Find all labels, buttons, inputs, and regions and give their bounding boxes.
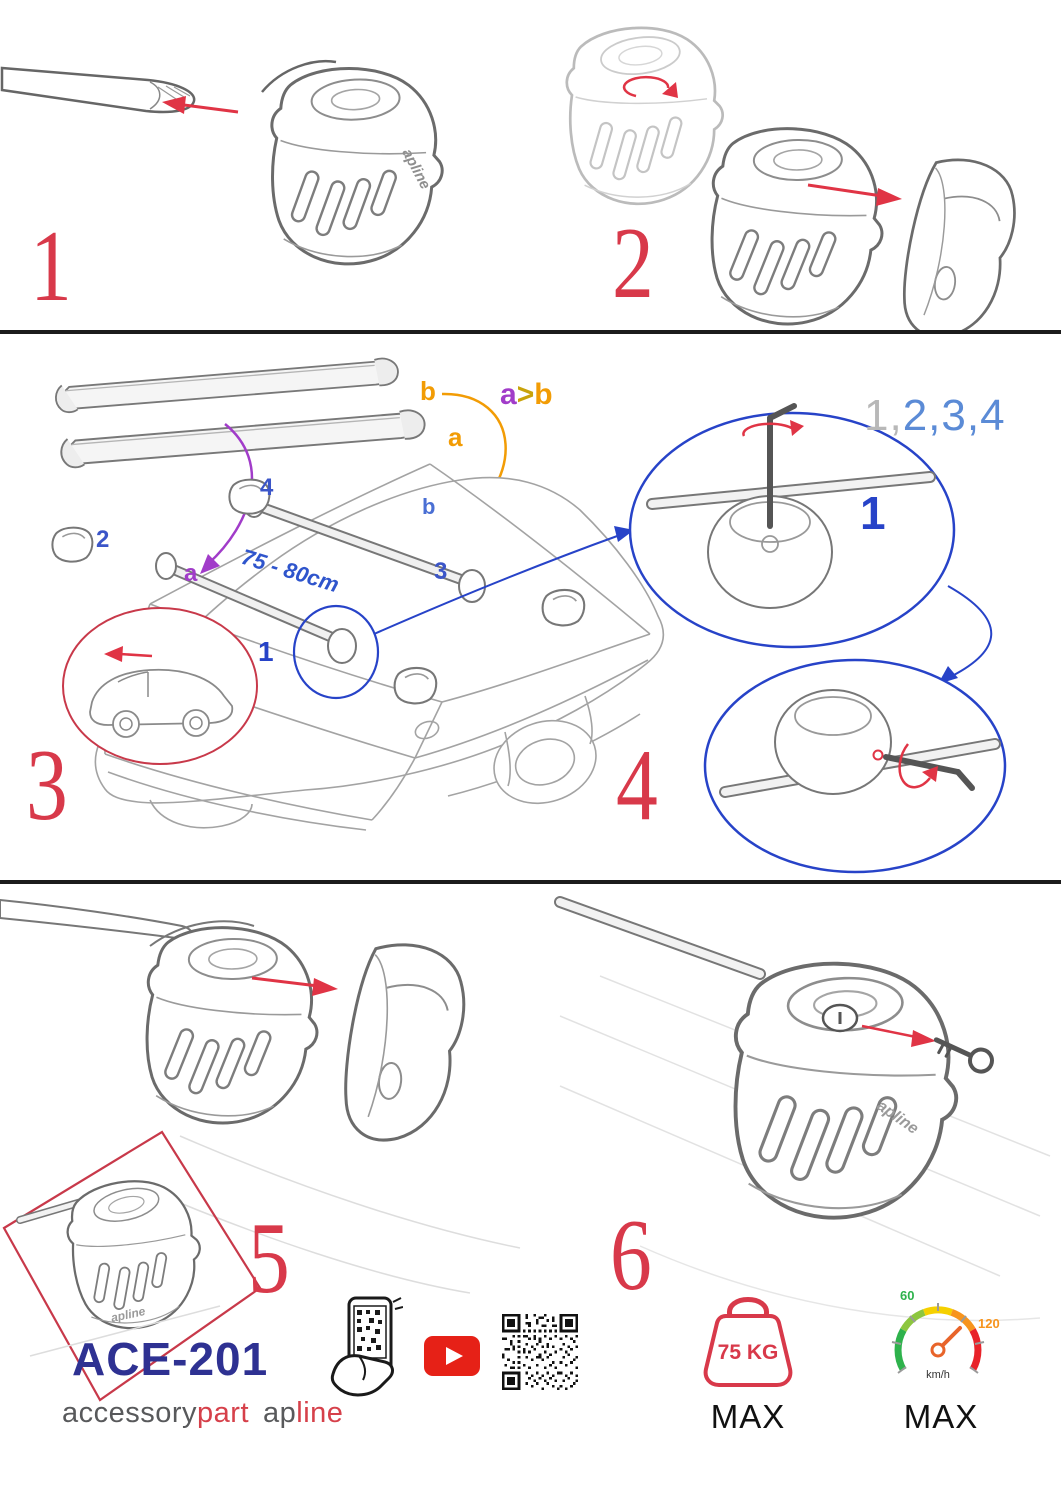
section-steps-5-6: apline apline — [0, 896, 1051, 1402]
speed-unit: km/h — [926, 1369, 950, 1381]
brand-accessory: accessory — [62, 1397, 198, 1429]
roof-bar-b-label: b — [422, 494, 436, 519]
section-steps-3-4 — [51, 356, 1007, 874]
rotate-arrow-icon — [742, 420, 804, 437]
crossbar-end — [0, 898, 193, 941]
divider-1 — [0, 330, 1061, 334]
arrow-forward-icon — [104, 646, 153, 662]
max-speed-label: MAX — [903, 1398, 979, 1435]
qr-code-icon — [502, 1314, 578, 1390]
foot-cover — [895, 152, 1023, 330]
step-number-3: 3 — [26, 729, 68, 842]
step-number-1: 1 — [30, 210, 72, 323]
lock-cylinder-icon — [821, 1003, 859, 1033]
roof-foot — [697, 119, 894, 330]
sequence-blue: 2,3,4 — [902, 391, 1006, 440]
order-gt: > — [516, 378, 535, 411]
arrow-slide-onto-bar-icon — [162, 96, 239, 114]
clamp-cover — [393, 666, 438, 705]
step-number-6: 6 — [610, 1199, 652, 1312]
crossbar-a — [59, 408, 427, 470]
allen-key-icon — [767, 403, 797, 529]
speed-tick-120: 120 — [978, 1316, 1000, 1331]
key-icon — [933, 1037, 995, 1074]
step2-illustration — [565, 26, 1023, 330]
max-load-value: 75 KG — [718, 1341, 779, 1364]
step1-illustration: apline — [0, 59, 451, 272]
section-steps-1-2: apline — [0, 26, 1023, 330]
step6-illustration: apline — [554, 896, 1051, 1322]
brand-ap: ap — [263, 1397, 297, 1429]
clamp-number-3: 3 — [434, 558, 448, 585]
step-number-4: 4 — [616, 729, 658, 842]
crossbar-end — [0, 66, 196, 114]
arrow-attach-cover-icon — [251, 976, 338, 996]
arrow-to-key-icon — [861, 1024, 936, 1047]
direction-inset — [62, 607, 258, 765]
foot-number-1: 1 — [258, 636, 274, 667]
foot-clamp-jaw — [261, 59, 337, 93]
phone-scan-qr-icon — [330, 1296, 403, 1397]
detail-callout-2 — [703, 658, 1007, 874]
roof-foot — [718, 953, 970, 1230]
assembled-foot-inset: apline — [2, 1130, 262, 1402]
weight-limit-icon: 75 KG — [703, 1297, 793, 1387]
clamp-number-4: 4 — [260, 474, 274, 501]
speedometer-icon: 60 120 km/h — [891, 1288, 1000, 1381]
step5-illustration: apline — [0, 898, 521, 1402]
foot-highlight-circle — [292, 604, 380, 700]
sequence-gray: 1, — [864, 391, 903, 440]
roof-foot — [132, 918, 329, 1134]
divider-2 — [0, 880, 1061, 884]
foot-clamp-jaw — [149, 920, 255, 947]
step-number-5: 5 — [248, 1202, 290, 1315]
brand-part: part — [197, 1397, 250, 1429]
arrow-remove-cover-icon — [807, 183, 902, 206]
crossbar-fill — [556, 898, 764, 978]
foot-cover — [337, 938, 472, 1149]
connector-to-detail-2-icon — [938, 585, 993, 684]
roof-context-lines — [139, 1135, 521, 1294]
roof-foot-faded — [565, 26, 725, 206]
order-a: a — [500, 378, 517, 411]
tighten-sequence-label: 1,2,3,4 — [864, 394, 1006, 438]
clamp-cover-2 — [51, 526, 94, 563]
roof-bar-a-label: a — [184, 560, 198, 587]
rotate-arrow-icon — [622, 75, 678, 98]
mounted-crossbars — [155, 490, 486, 664]
door-context-line — [639, 1245, 1041, 1322]
product-model: ACE-201 — [72, 1333, 269, 1385]
callout-number-1: 1 — [860, 487, 886, 539]
max-load-label: MAX — [710, 1398, 786, 1435]
rotate-arrow-icon — [898, 743, 938, 789]
allen-key-icon — [883, 754, 975, 791]
mounting-order-label: a>b — [500, 380, 553, 410]
youtube-play-icon — [424, 1336, 480, 1376]
order-b: b — [534, 378, 553, 411]
brand-line: line — [296, 1397, 344, 1429]
clamp-number-2: 2 — [96, 526, 110, 553]
bar-label-a: a — [448, 422, 463, 452]
detail-callout-1 — [628, 403, 956, 649]
speed-tick-60: 60 — [900, 1288, 914, 1303]
bar-label-b: b — [420, 376, 436, 406]
crossbar-b — [53, 356, 401, 414]
clamp-cover — [541, 588, 586, 627]
step-number-2: 2 — [612, 207, 654, 320]
